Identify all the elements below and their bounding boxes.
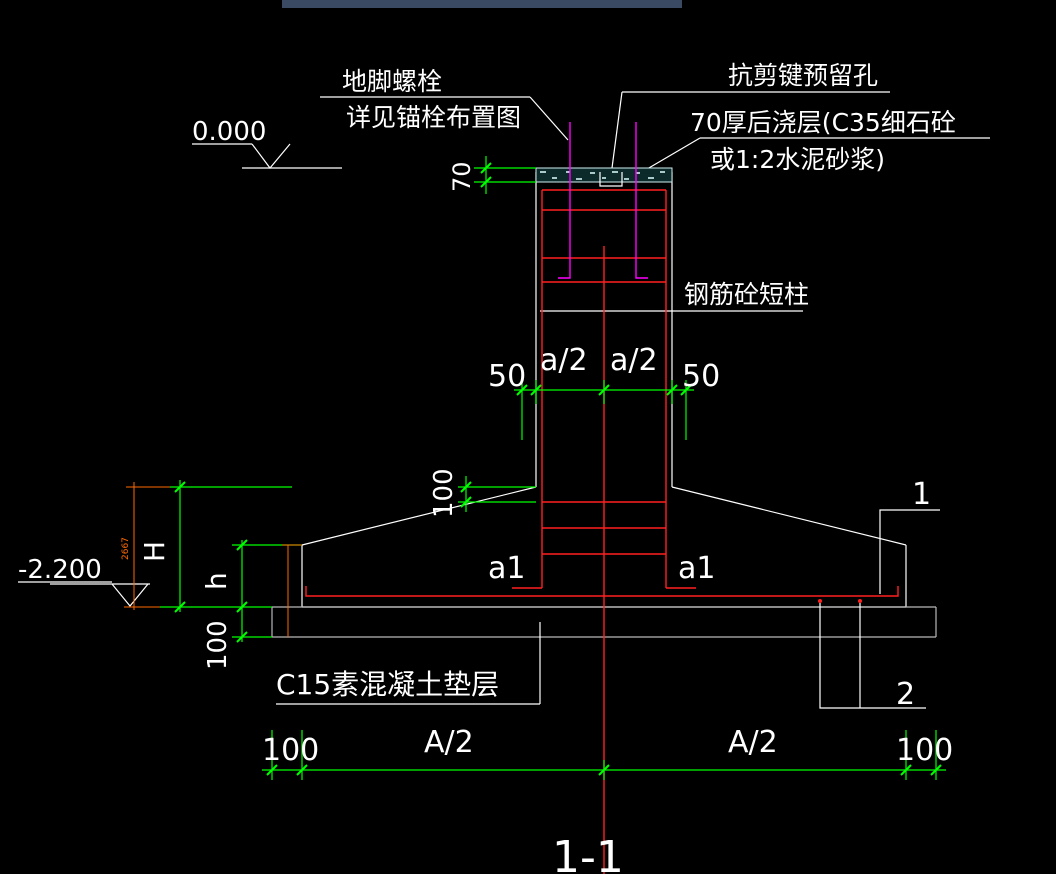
dim-half-a-left: a/2 <box>540 343 588 378</box>
grout-layer <box>535 167 673 187</box>
cad-toolbar-bar[interactable] <box>282 0 682 8</box>
label-grout-2: 或1:2水泥砂浆) <box>710 145 885 174</box>
column-rebar <box>305 189 899 874</box>
label-cushion: C15素混凝土垫层 <box>276 668 499 701</box>
elevation-top-marker <box>192 143 342 169</box>
dim-grout-70: 70 <box>448 161 476 192</box>
section-marker-1: 1 <box>912 477 931 512</box>
dimension-ticks <box>174 162 942 776</box>
dim-haunch-100: 100 <box>429 468 459 518</box>
dim-bottom-100-left: 100 <box>262 733 319 768</box>
dim-small-h: h <box>200 572 233 590</box>
label-shear-key: 抗剪键预留孔 <box>728 61 878 90</box>
label-anchor-bolt: 地脚螺栓 <box>342 67 442 96</box>
dim-big-H: H <box>138 541 171 562</box>
elevation-top-text: 0.000 <box>192 117 266 147</box>
label-stub-column: 钢筋砼短柱 <box>684 280 809 309</box>
anchor-bolts <box>558 122 648 279</box>
label-grout-1: 70厚后浇层(C35细石砼 <box>690 108 956 137</box>
section-marker-2: 2 <box>896 677 915 712</box>
orange-dimension <box>124 482 302 637</box>
dim-half-A-right: A/2 <box>728 725 778 760</box>
dim-bottom-100-right: 100 <box>896 733 953 768</box>
section-marker-lines <box>819 509 940 709</box>
dim-H-value: 2667 <box>121 537 131 560</box>
dim-side-50-right: 50 <box>682 359 720 394</box>
bottom-rebar-dots <box>818 599 862 603</box>
dim-cushion-100: 100 <box>203 620 233 670</box>
cushion-leader <box>276 622 541 705</box>
section-title: 1-1 <box>552 832 624 874</box>
elevation-bottom-marker <box>18 581 150 607</box>
label-a1-right: a1 <box>678 551 715 586</box>
dim-side-50-left: 50 <box>488 359 526 394</box>
label-anchor-ref: 详见锚栓布置图 <box>346 103 521 132</box>
elevation-bottom-text: -2.200 <box>18 555 102 585</box>
dim-half-A-left: A/2 <box>424 725 474 760</box>
dim-half-a-right: a/2 <box>610 343 658 378</box>
label-a1-left: a1 <box>488 551 525 586</box>
